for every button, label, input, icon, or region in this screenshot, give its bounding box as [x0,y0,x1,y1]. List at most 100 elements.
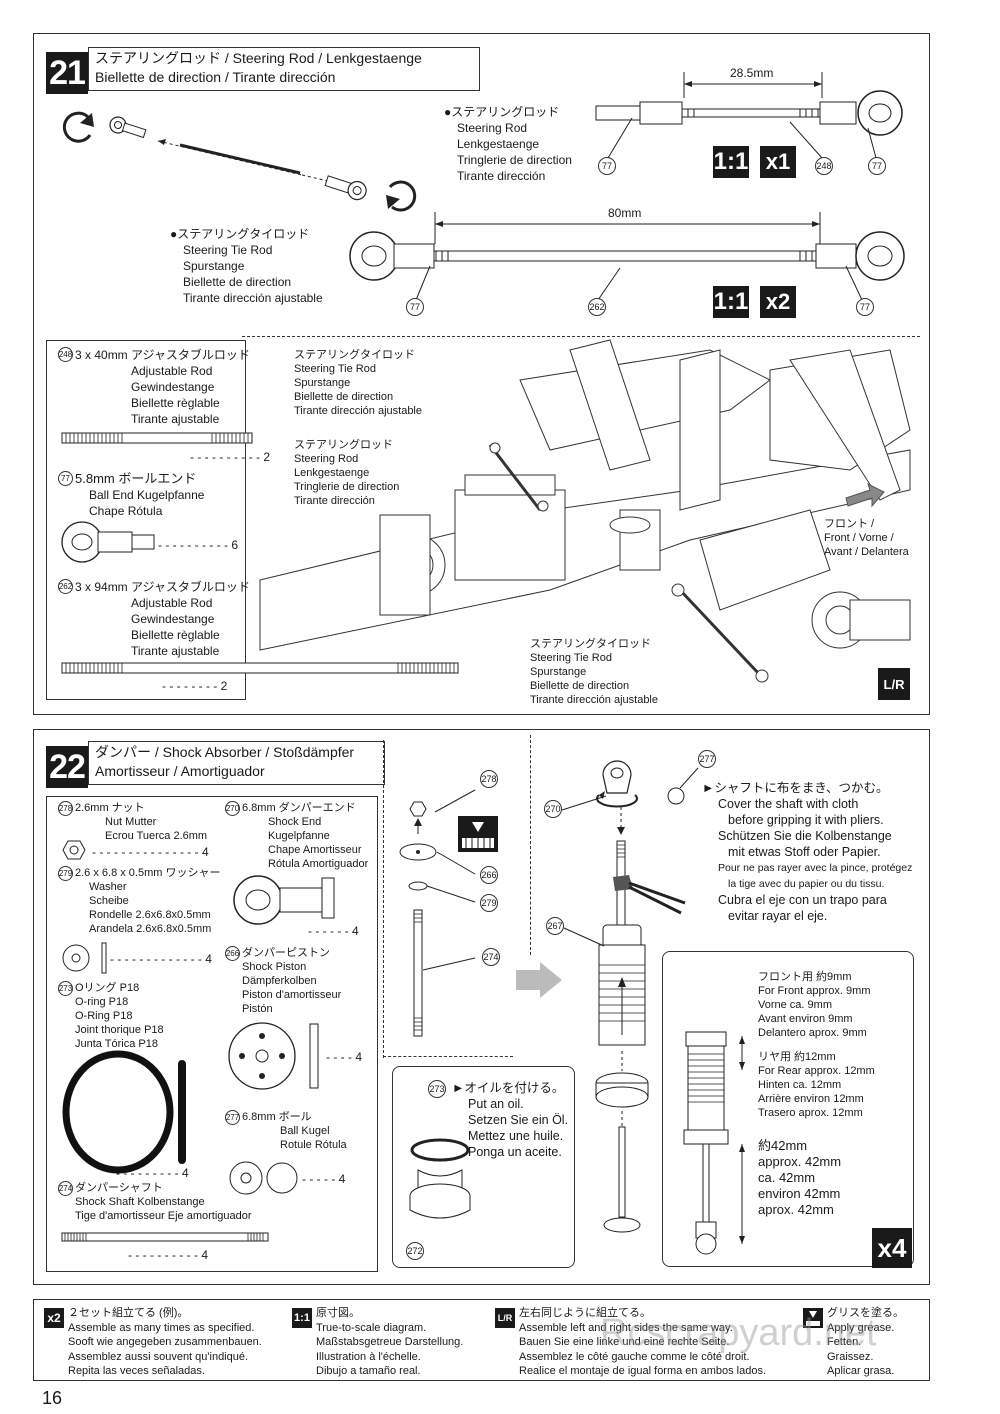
shaft-note-8: evitar rayar el eje. [728,909,828,923]
part-270-name-3: Chape Amortisseur [268,844,362,856]
shaft-note-2: before gripping it with pliers. [728,813,884,827]
callout-tie-rod-top-4: Tirante dirección ajustable [294,405,422,417]
oil-note-4: Ponga un aceite. [468,1145,562,1159]
rear-dim-1: For Rear approx. 12mm [758,1065,875,1077]
part-278-name: 2.6mm ナット Nut Mutter Ecrou Tuerca 2.6mm [75,801,207,843]
part-279-icon: 279 [58,866,73,881]
part-273-qty-value: 4 [181,1166,189,1180]
steering-rod-label-4: Tirante dirección [457,169,546,183]
part-270-name-4: Rótula Amortiguador [268,858,369,870]
part-278-qty: - - - - - - - - - - - - - - - 4 [92,845,209,859]
legend-x2-1: Assemble as many times as specified. [68,1321,255,1334]
legend-scale-1: True-to-scale diagram. [316,1321,427,1334]
steering-rod-dim: 28.5mm [730,66,774,80]
part-279-qty-value: 4 [205,952,212,966]
part-262-name-4: Tirante ajustable [131,644,220,658]
length-dim-2: ca. 42mm [758,1170,816,1185]
callout-steering-rod-0: ステアリングロッド [294,439,393,451]
steering-rod-drawing [595,90,903,136]
part-266-name-3: Piston d'amortisseur [242,989,342,1001]
front-direction-label-1: Front / Vorne / [824,532,894,544]
callout-tie-rod-bottom-0: ステアリングタイロッド [530,638,651,650]
quantity-badge: x1 [760,146,796,178]
rear-dimension-note: リヤ用 約12mm For Rear approx. 12mm Hinten c… [758,1050,875,1120]
oil-inset-box [392,1066,575,1268]
steering-rod-label: ●ステアリングロッド Steering Rod Lenkgestaenge Tr… [444,104,572,184]
part-77-name-2: Chape Rótula [89,504,163,518]
part-278-name-1: Nut Mutter [105,816,157,828]
oil-note: ►オイルを付ける。 Put an oil. Setzen Sie ein Öl.… [452,1080,568,1160]
steering-rod-label-0: ●ステアリングロッド [444,105,560,119]
legend-lr-3: Assemblez le côté gauche comme le côté d… [519,1350,750,1363]
step22-frame [33,729,930,1285]
part-272-callout: 272 [406,1242,424,1260]
part-274-qty: - - - - - - - - - - 4 [128,1248,208,1262]
part-262-name: 3 x 94mm アジャスタブルロッド Adjustable Rod Gewin… [75,579,250,659]
part-77-name: 5.8mm ボールエンド Ball End Kugelpfanne Chape … [75,471,204,519]
callout-steering-rod: ステアリングロッド Steering Rod Lenkgestaenge Tri… [294,438,399,508]
shaft-gripping-note: ►シャフトに布をまき、つかむ。 Cover the shaft with clo… [702,780,912,924]
tie-rod-label-0: ●ステアリングタイロッド [170,227,310,241]
shaft-note-0: ►シャフトに布をまき、つかむ。 [702,781,889,795]
part-248-name-2: Gewindestange [131,380,215,394]
o-ring-drawing [62,1050,186,1174]
part-273-name-3: Joint thorique P18 [75,1024,164,1036]
part-274-name: ダンパーシャフト Shock Shaft Kolbenstange Tige d… [75,1181,252,1223]
part-278-qty-value: 4 [201,845,209,859]
shaft-note-5: Pour ne pas rayer avec la pince, protége… [718,862,913,874]
legend-lr-text: 左右同じように組立てる。 Assemble left and right sid… [519,1306,766,1379]
part-266-qty-value: 4 [355,1050,363,1064]
step22-title-line1: ダンパー / Shock Absorber / Stoßdämpfer [95,744,355,760]
part-277-name: 6.8mm ボール Ball Kugel Rotule Rótula [242,1110,347,1152]
shaft-note-4: mit etwas Stoff oder Papier. [728,845,881,859]
part-248-drawing [61,432,253,444]
part-266-callout: 266 [480,866,498,884]
legend-lr-1: Assemble left and right sides the same w… [519,1321,733,1334]
part-274-icon: 274 [58,1181,73,1196]
part-77-callout: 77 [868,157,886,175]
part-262-qty-value: 2 [220,679,228,693]
legend-grease-0: グリスを塗る。 [827,1307,904,1319]
legend-scale-icon: 1:1 [292,1308,312,1328]
part-248-icon: 248 [58,347,73,362]
next-step-arrow-icon [516,962,562,998]
legend-x2-text: ２セット組立てる (例)。 Assemble as many times as … [68,1306,262,1379]
steering-rod-label-2: Lenkgestaenge [457,137,540,151]
washer-drawing [62,942,107,974]
legend-x2-4: Repita las veces señaladas. [68,1365,205,1377]
step22-title: ダンパー / Shock Absorber / Stoßdämpfer Amor… [88,741,385,785]
oil-note-0: ►オイルを付ける。 [452,1081,565,1095]
part-248-name-3: Biellette règlable [131,396,220,410]
part-274-callout: 274 [482,948,500,966]
front-dim-1: For Front approx. 9mm [758,985,871,997]
legend-lr-0: 左右同じように組立てる。 [519,1307,651,1319]
part-277-name-2: Rotule Rótula [280,1139,347,1151]
assembly-separator-left [383,740,384,1058]
part-270-qty-value: 4 [351,924,359,938]
part-77-qty-value: 6 [231,538,238,552]
shock-end-drawing [233,875,335,925]
page-number: 16 [42,1388,63,1408]
shaft-note-1: Cover the shaft with cloth [718,797,859,811]
tie-rod-label-2: Spurstange [183,259,245,273]
step21-number: 21 [46,52,88,94]
callout-tie-rod-top-2: Spurstange [294,377,351,389]
front-direction-label-0: フロント / [824,518,875,530]
part-262-qty: - - - - - - - - 2 [162,679,228,693]
part-277-qty-value: 4 [338,1172,346,1186]
length-dim-1: approx. 42mm [758,1154,842,1169]
step21-title: ステアリングロッド / Steering Rod / Lenkgestaenge… [88,47,480,91]
tie-rod-dim: 80mm [608,206,642,220]
part-262-drawing [61,662,459,674]
part-77-qty: - - - - - - - - - - 6 [158,538,238,552]
legend-scale-text: 原寸図。 True-to-scale diagram. Maßstabsgetr… [316,1306,463,1379]
callout-tie-rod-top-3: Biellette de direction [294,391,394,403]
front-dim-2: Vorne ca. 9mm [758,999,832,1011]
part-278-name-0: 2.6mm ナット [75,802,145,814]
shaft-note-6: la tige avec du papier ou du tissu. [728,878,885,890]
part-274-qty-value: 4 [201,1248,208,1262]
part-273-qty: - - - - - - - - - 4 [116,1166,189,1180]
legend-grease-3: Graissez. [827,1350,874,1363]
length-dim-0: 約42mm [758,1138,808,1153]
rear-dim-2: Hinten ca. 12mm [758,1079,842,1091]
